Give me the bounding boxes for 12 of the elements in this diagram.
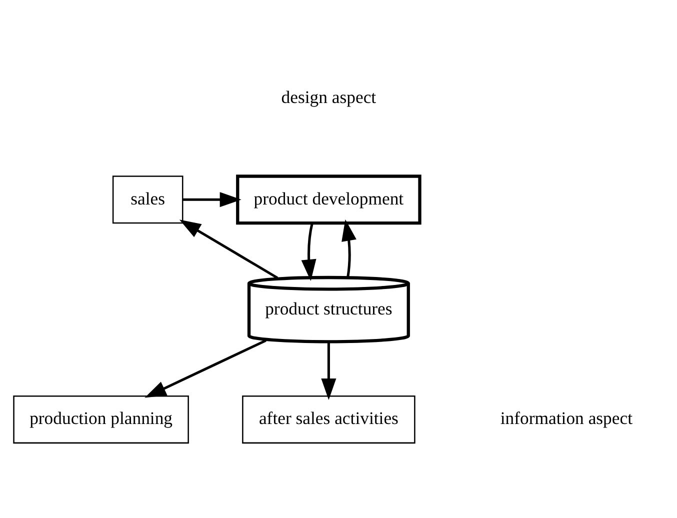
label: design aspect (281, 87, 376, 108)
arrow (301, 222, 316, 281)
arrow (144, 339, 266, 398)
arrow (179, 220, 278, 279)
arrow (182, 192, 242, 208)
arrow (342, 219, 356, 278)
node-box: product development (236, 174, 422, 225)
node-box: production planning (13, 396, 189, 444)
node-box: sales (112, 176, 184, 224)
label: information aspect (500, 408, 633, 428)
arrow (321, 342, 336, 400)
node-box: after sales activities (242, 396, 416, 444)
